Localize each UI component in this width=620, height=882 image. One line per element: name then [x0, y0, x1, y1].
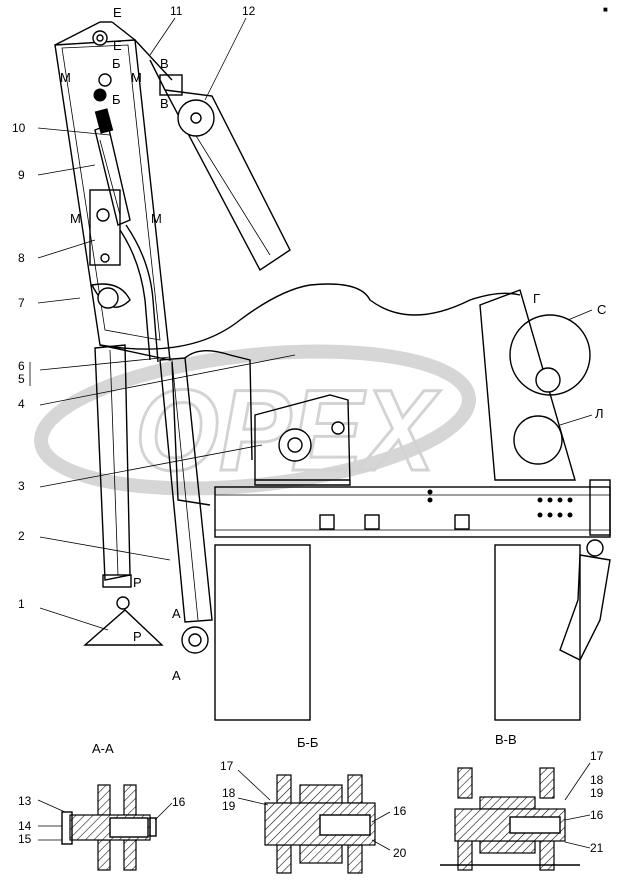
mark-m-left: М: [60, 70, 71, 85]
callout-14: 14: [18, 819, 32, 833]
detail-circle-c: [509, 314, 591, 396]
callout-1: 1: [18, 597, 25, 611]
frame-bolts: [427, 489, 573, 518]
mark-b-lower: Б: [112, 92, 121, 107]
leader-lines: [37, 17, 593, 631]
callout-3: 3: [18, 479, 25, 493]
corner-mark: ■: [603, 5, 608, 14]
view-label-c: С: [597, 302, 606, 317]
mark-v-upper: В: [160, 56, 169, 71]
callout-5: 5: [18, 372, 25, 386]
mark-m-right-lower: М: [151, 211, 162, 226]
mark-v-lower: В: [160, 96, 169, 111]
callout-21: 21: [590, 841, 604, 855]
callout-20: 20: [393, 846, 407, 860]
mark-m-right: М: [131, 70, 142, 85]
mast-mechanism: [89, 189, 159, 363]
callout-16-vv: 16: [590, 808, 604, 822]
callout-9: 9: [18, 168, 25, 182]
boom-arm: [134, 39, 291, 272]
mark-m-left-lower: М: [70, 211, 81, 226]
section-v-v: В-В 17 18 19 16 21: [440, 732, 604, 871]
mark-r-upper: Р: [133, 575, 142, 590]
callout-17-bb: 17: [220, 759, 234, 773]
callout-8: 8: [18, 251, 25, 265]
pole-1: [83, 344, 164, 646]
callout-2: 2: [18, 529, 25, 543]
view-label-g: Г: [533, 291, 540, 306]
callout-19-vv: 19: [590, 786, 604, 800]
mark-r-lower: Р: [133, 629, 142, 644]
boom-cover: [99, 283, 521, 350]
callout-19-bb: 19: [222, 799, 236, 813]
callout-numbers: 1 2 3 4 5 6 7 8 9 10 11 12: [12, 4, 256, 611]
pivot-support: [479, 289, 611, 661]
pole-2: [159, 350, 253, 654]
callout-12: 12: [242, 4, 256, 18]
callout-13: 13: [18, 794, 32, 808]
mark-e-lower: Е: [113, 38, 122, 53]
callout-15: 15: [18, 832, 32, 846]
callout-16-aa: 16: [172, 795, 186, 809]
section-b-b: Б-Б 17 18 19 16 20: [220, 735, 407, 874]
mark-a-upper: А: [172, 606, 181, 621]
mark-b-upper: Б: [112, 56, 121, 71]
callout-18-vv: 18: [590, 773, 604, 787]
mast-column: [54, 21, 171, 361]
section-a-a: А-А 13 14 15 16: [18, 741, 186, 871]
callout-11: 11: [170, 4, 183, 18]
section-marks: Е Е Б Б М М М М В В Р Р А А С Г Л: [60, 5, 606, 683]
section-title-vv: В-В: [495, 732, 517, 747]
gearbox: [254, 394, 351, 486]
main-frame: [214, 486, 611, 721]
callout-10: 10: [12, 121, 26, 135]
callout-7: 7: [18, 296, 25, 310]
mark-a-lower: А: [172, 668, 181, 683]
hydraulic-cylinder: [93, 73, 131, 226]
section-title-aa: А-А: [92, 741, 114, 756]
callout-16-bb: 16: [393, 804, 407, 818]
callout-18-bb: 18: [222, 786, 236, 800]
callout-6: 6: [18, 359, 25, 373]
mark-e-top: Е: [113, 5, 122, 20]
callout-17-vv: 17: [590, 749, 604, 763]
callout-4: 4: [18, 397, 25, 411]
section-title-bb: Б-Б: [297, 735, 318, 750]
view-label-l: Л: [595, 406, 604, 421]
